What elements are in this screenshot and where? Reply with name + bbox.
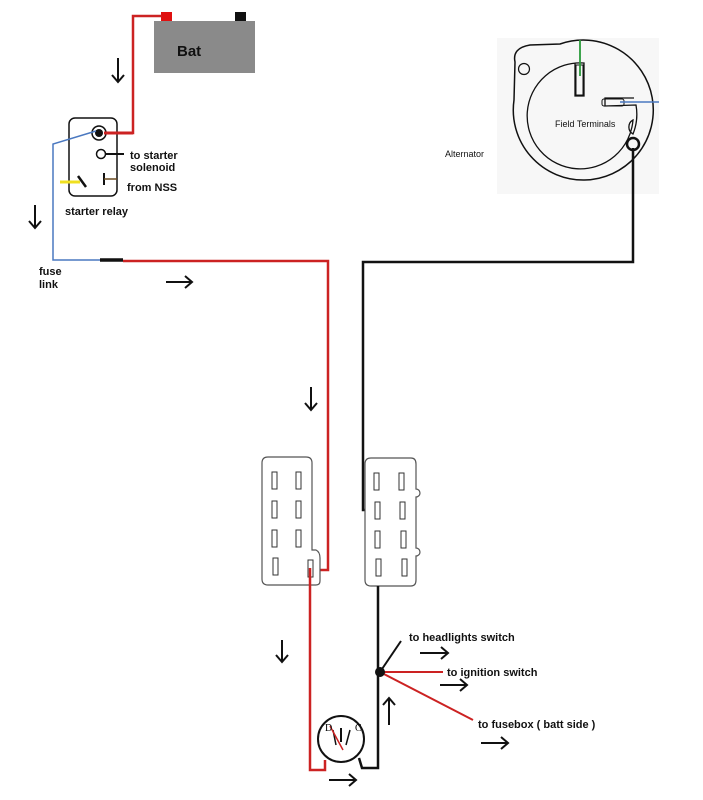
solenoid-label: solenoid [130, 162, 175, 174]
connector-left [261, 456, 321, 586]
arrow-down-icon [28, 205, 42, 230]
arrow-down-icon [275, 640, 289, 664]
battery-body [154, 21, 255, 73]
field-terminals-label: Field Terminals [555, 119, 616, 129]
starter-relay-label: starter relay [65, 206, 129, 218]
ammeter: D C [317, 715, 365, 763]
alternator-to-connector-wire [361, 148, 635, 512]
blue-fuse-wire [52, 130, 100, 261]
connector-right [364, 457, 421, 587]
relay-starter-terminal [95, 148, 107, 160]
junction [375, 640, 474, 721]
arrow-down-icon [111, 58, 125, 84]
ammeter-c-label: C [355, 723, 362, 734]
from-nss-label: from NSS [127, 182, 177, 194]
ammeter-d-label: D [325, 723, 332, 734]
battery: Bat [154, 12, 255, 73]
link-label: link [39, 279, 59, 291]
to-starter-label: to starter [130, 150, 178, 162]
ignition-label: to ignition switch [447, 667, 538, 679]
relay-body [68, 117, 118, 197]
headlights-label: to headlights switch [409, 632, 515, 644]
relay-ground-terminal [76, 175, 88, 188]
fuse-to-connector-wire [123, 259, 330, 572]
arrow-down-icon [304, 387, 318, 412]
ammeter-needle [329, 725, 344, 751]
fusebox-wire [379, 671, 474, 721]
connector-to-ammeter-wire [308, 568, 327, 772]
fuse-label: fuse [39, 266, 62, 278]
alternator-housing [512, 39, 654, 181]
connector-to-junction-wire [357, 586, 380, 770]
arrow-right-icon [420, 646, 450, 660]
battery-positive-terminal [161, 12, 172, 21]
junction-node [375, 667, 385, 677]
headlights-wire [379, 640, 402, 673]
mounting-hole [517, 62, 531, 76]
alternator-label: Alternator [445, 149, 484, 159]
starter-relay: to starter solenoid from NSS starter rel… [60, 117, 178, 218]
arrow-right-icon [166, 275, 194, 289]
fusebox-label: to fusebox ( batt side ) [478, 719, 596, 731]
arrow-right-icon [440, 678, 469, 692]
battery-negative-terminal [235, 12, 246, 21]
arrow-up-icon [382, 696, 396, 725]
arrow-right-icon [329, 773, 358, 787]
arrow-right-icon [481, 736, 510, 750]
battery-label: Bat [177, 43, 201, 60]
alternator: Field Terminals Alternator [445, 38, 659, 194]
alternator-inner [526, 62, 638, 170]
